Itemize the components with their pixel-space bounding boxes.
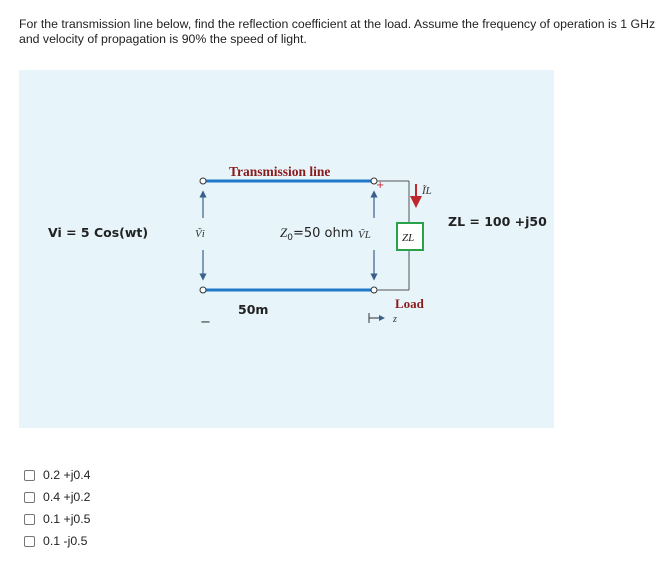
answer-options: 0.2 +j0.4 0.4 +j0.2 0.1 +j0.5 0.1 -j0.5 <box>24 464 91 552</box>
il-label: ĨL <box>421 185 432 197</box>
answer-option[interactable]: 0.2 +j0.4 <box>24 464 91 486</box>
checkbox[interactable] <box>24 469 35 481</box>
z0-symbol: Z <box>280 225 288 240</box>
source-label: Vi = 5 Cos(wt) <box>48 225 148 240</box>
load-box-label: ZL <box>402 232 414 244</box>
checkbox[interactable] <box>24 513 35 525</box>
z-axis-label: z <box>392 314 397 325</box>
option-label: 0.1 -j0.5 <box>43 534 88 548</box>
circuit-diagram: Vi = 5 Cos(wt) Transmission line Ṽi ṼL +… <box>48 164 547 330</box>
terminal-bottom-left <box>199 286 207 294</box>
z0-value: =50 ohm <box>293 226 353 241</box>
transmission-line-title: Transmission line <box>229 164 330 179</box>
z0-subscript: 0 <box>287 233 293 243</box>
minus-sign-left: − <box>200 315 211 330</box>
zl-value: ZL = 100 +j50 <box>448 214 547 229</box>
answer-option[interactable]: 0.1 -j0.5 <box>24 530 91 552</box>
vl-label: ṼL <box>358 229 371 241</box>
z0-label: Z0=50 ohm <box>280 225 353 243</box>
vi-label: Ṽi <box>195 228 205 240</box>
terminal-top-left <box>199 177 207 185</box>
question-text: For the transmission line below, find th… <box>19 17 656 46</box>
option-label: 0.1 +j0.5 <box>43 512 91 526</box>
checkbox[interactable] <box>24 491 35 503</box>
length-label: 50m <box>238 302 268 317</box>
load-box <box>396 222 424 251</box>
answer-option[interactable]: 0.1 +j0.5 <box>24 508 91 530</box>
option-label: 0.4 +j0.2 <box>43 490 91 504</box>
terminal-bottom-right <box>370 286 378 294</box>
answer-option[interactable]: 0.4 +j0.2 <box>24 486 91 508</box>
load-label: Load <box>395 296 425 311</box>
plus-sign: + <box>376 180 384 191</box>
option-label: 0.2 +j0.4 <box>43 468 91 482</box>
checkbox[interactable] <box>24 535 35 547</box>
transmission-line-figure: Vi = 5 Cos(wt) Transmission line Ṽi ṼL +… <box>19 70 554 428</box>
